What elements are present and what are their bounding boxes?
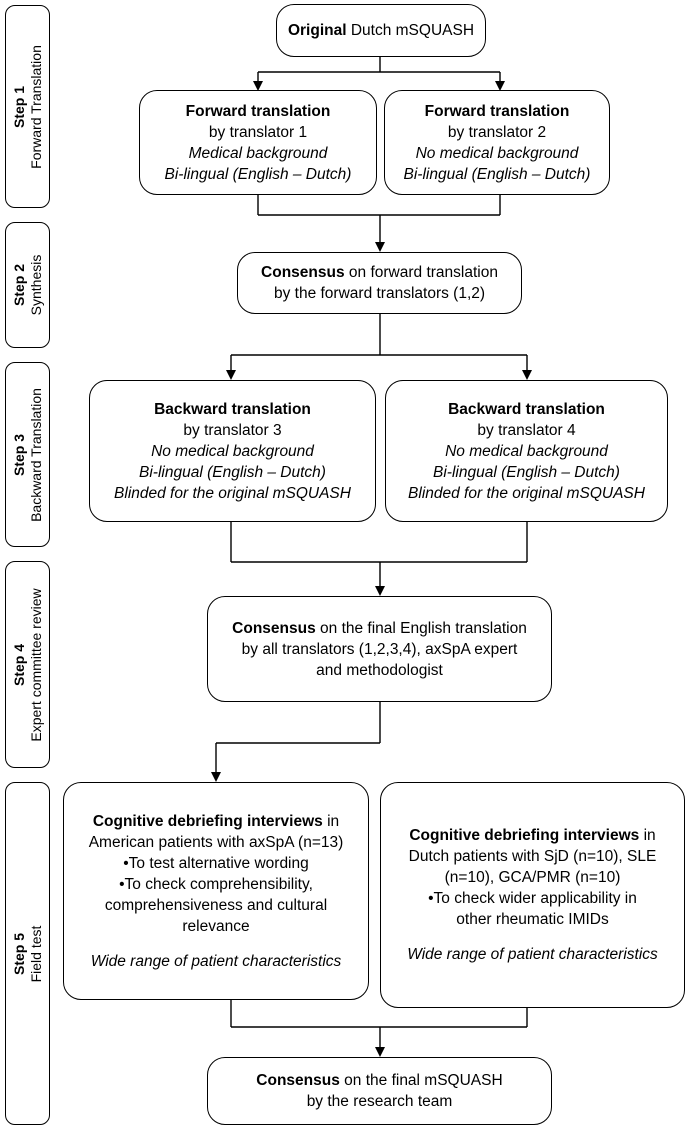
original-bold: Original bbox=[287, 22, 347, 39]
blinded-note: Blinded for the original mSQUASH bbox=[114, 484, 351, 502]
field-test-box-dutch: Cognitive debriefing interviews in Dutch… bbox=[380, 782, 685, 1008]
original-text: Dutch mSQUASH bbox=[346, 22, 475, 39]
forward-translation-box-2: Forward translation by translator 2 No m… bbox=[384, 90, 610, 195]
characteristics-note: Wide range of patient characteristics bbox=[407, 946, 658, 963]
interviews-bold: Cognitive debriefing interviews bbox=[409, 827, 640, 844]
interviews-bold: Cognitive debriefing interviews bbox=[92, 812, 323, 830]
interviews-text: in bbox=[322, 812, 340, 830]
lingual-note: Bi-lingual (English – Dutch) bbox=[403, 165, 591, 183]
consensus-text: on the final English translation bbox=[315, 619, 527, 637]
field-test-box-american: Cognitive debriefing interviews in Ameri… bbox=[63, 782, 369, 1000]
box-title: Backward translation bbox=[448, 400, 605, 418]
blinded-note: Blinded for the original mSQUASH bbox=[408, 484, 645, 502]
step-name: Expert committee review bbox=[27, 587, 44, 742]
translator-label: by translator 4 bbox=[477, 421, 576, 439]
backward-translation-box-3: Backward translation by translator 3 No … bbox=[89, 380, 376, 522]
population-line: (n=10), GCA/PMR (n=10) bbox=[444, 869, 621, 886]
box-title: Forward translation bbox=[424, 102, 570, 120]
lingual-note: Bi-lingual (English – Dutch) bbox=[164, 165, 352, 183]
consensus-bold: Consensus bbox=[256, 1072, 340, 1089]
step-name: Forward Translation bbox=[27, 44, 44, 169]
bullet-item: •To check comprehensibility, bbox=[119, 875, 313, 893]
translator-label: by translator 3 bbox=[183, 421, 282, 439]
box-title: Backward translation bbox=[154, 400, 311, 418]
population-line: American patients with axSpA (n=13) bbox=[88, 833, 344, 851]
bullet-item: •To check wider applicability in bbox=[428, 890, 637, 907]
bullet-item: •To test alternative wording bbox=[123, 854, 309, 872]
step-name: Synthesis bbox=[27, 254, 44, 316]
step-name: Field test bbox=[27, 925, 44, 982]
step-number: Step 4 bbox=[10, 643, 27, 686]
consensus-line-2: by the forward translators (1,2) bbox=[273, 285, 486, 302]
forward-translation-box-1: Forward translation by translator 1 Medi… bbox=[139, 90, 377, 195]
step-name: Backward Translation bbox=[27, 387, 44, 522]
lingual-note: Bi-lingual (English – Dutch) bbox=[139, 463, 326, 481]
consensus-bold: Consensus bbox=[232, 619, 316, 637]
background-note: No medical background bbox=[445, 442, 608, 460]
original-box: Original Dutch mSQUASH bbox=[276, 4, 486, 57]
interviews-text: in bbox=[639, 827, 656, 844]
backward-translation-box-4: Backward translation by translator 4 No … bbox=[385, 380, 668, 522]
step-number: Step 5 bbox=[10, 932, 27, 975]
translator-label: by translator 1 bbox=[208, 123, 308, 141]
step-number: Step 2 bbox=[10, 263, 27, 307]
background-note: No medical background bbox=[151, 442, 314, 460]
final-consensus-box: Consensus on the final mSQUASH by the re… bbox=[207, 1057, 552, 1125]
population-line: Dutch patients with SjD (n=10), SLE bbox=[408, 848, 657, 865]
consensus-line-2: by the research team bbox=[306, 1093, 453, 1110]
consensus-bold: Consensus bbox=[261, 264, 345, 281]
consensus-line-2: by all translators (1,2,3,4), axSpA expe… bbox=[241, 640, 518, 658]
consensus-text: on forward translation bbox=[344, 264, 498, 281]
bullet-continuation: comprehensiveness and cultural bbox=[104, 896, 328, 914]
step-number: Step 3 bbox=[10, 433, 27, 476]
bullet-continuation: other rheumatic IMIDs bbox=[456, 911, 609, 928]
expert-review-box: Consensus on the final English translati… bbox=[207, 596, 552, 702]
box-title: Forward translation bbox=[185, 102, 331, 120]
consensus-text: on the final mSQUASH bbox=[339, 1072, 503, 1089]
consensus-line-3: and methodologist bbox=[316, 661, 443, 679]
bullet-continuation: relevance bbox=[182, 917, 250, 935]
characteristics-note: Wide range of patient characteristics bbox=[90, 952, 342, 970]
lingual-note: Bi-lingual (English – Dutch) bbox=[433, 463, 620, 481]
background-note: Medical background bbox=[188, 144, 328, 162]
step-number: Step 1 bbox=[10, 85, 27, 128]
synthesis-box: Consensus on forward translation by the … bbox=[237, 252, 522, 314]
background-note: No medical background bbox=[415, 144, 579, 162]
translator-label: by translator 2 bbox=[447, 123, 547, 141]
